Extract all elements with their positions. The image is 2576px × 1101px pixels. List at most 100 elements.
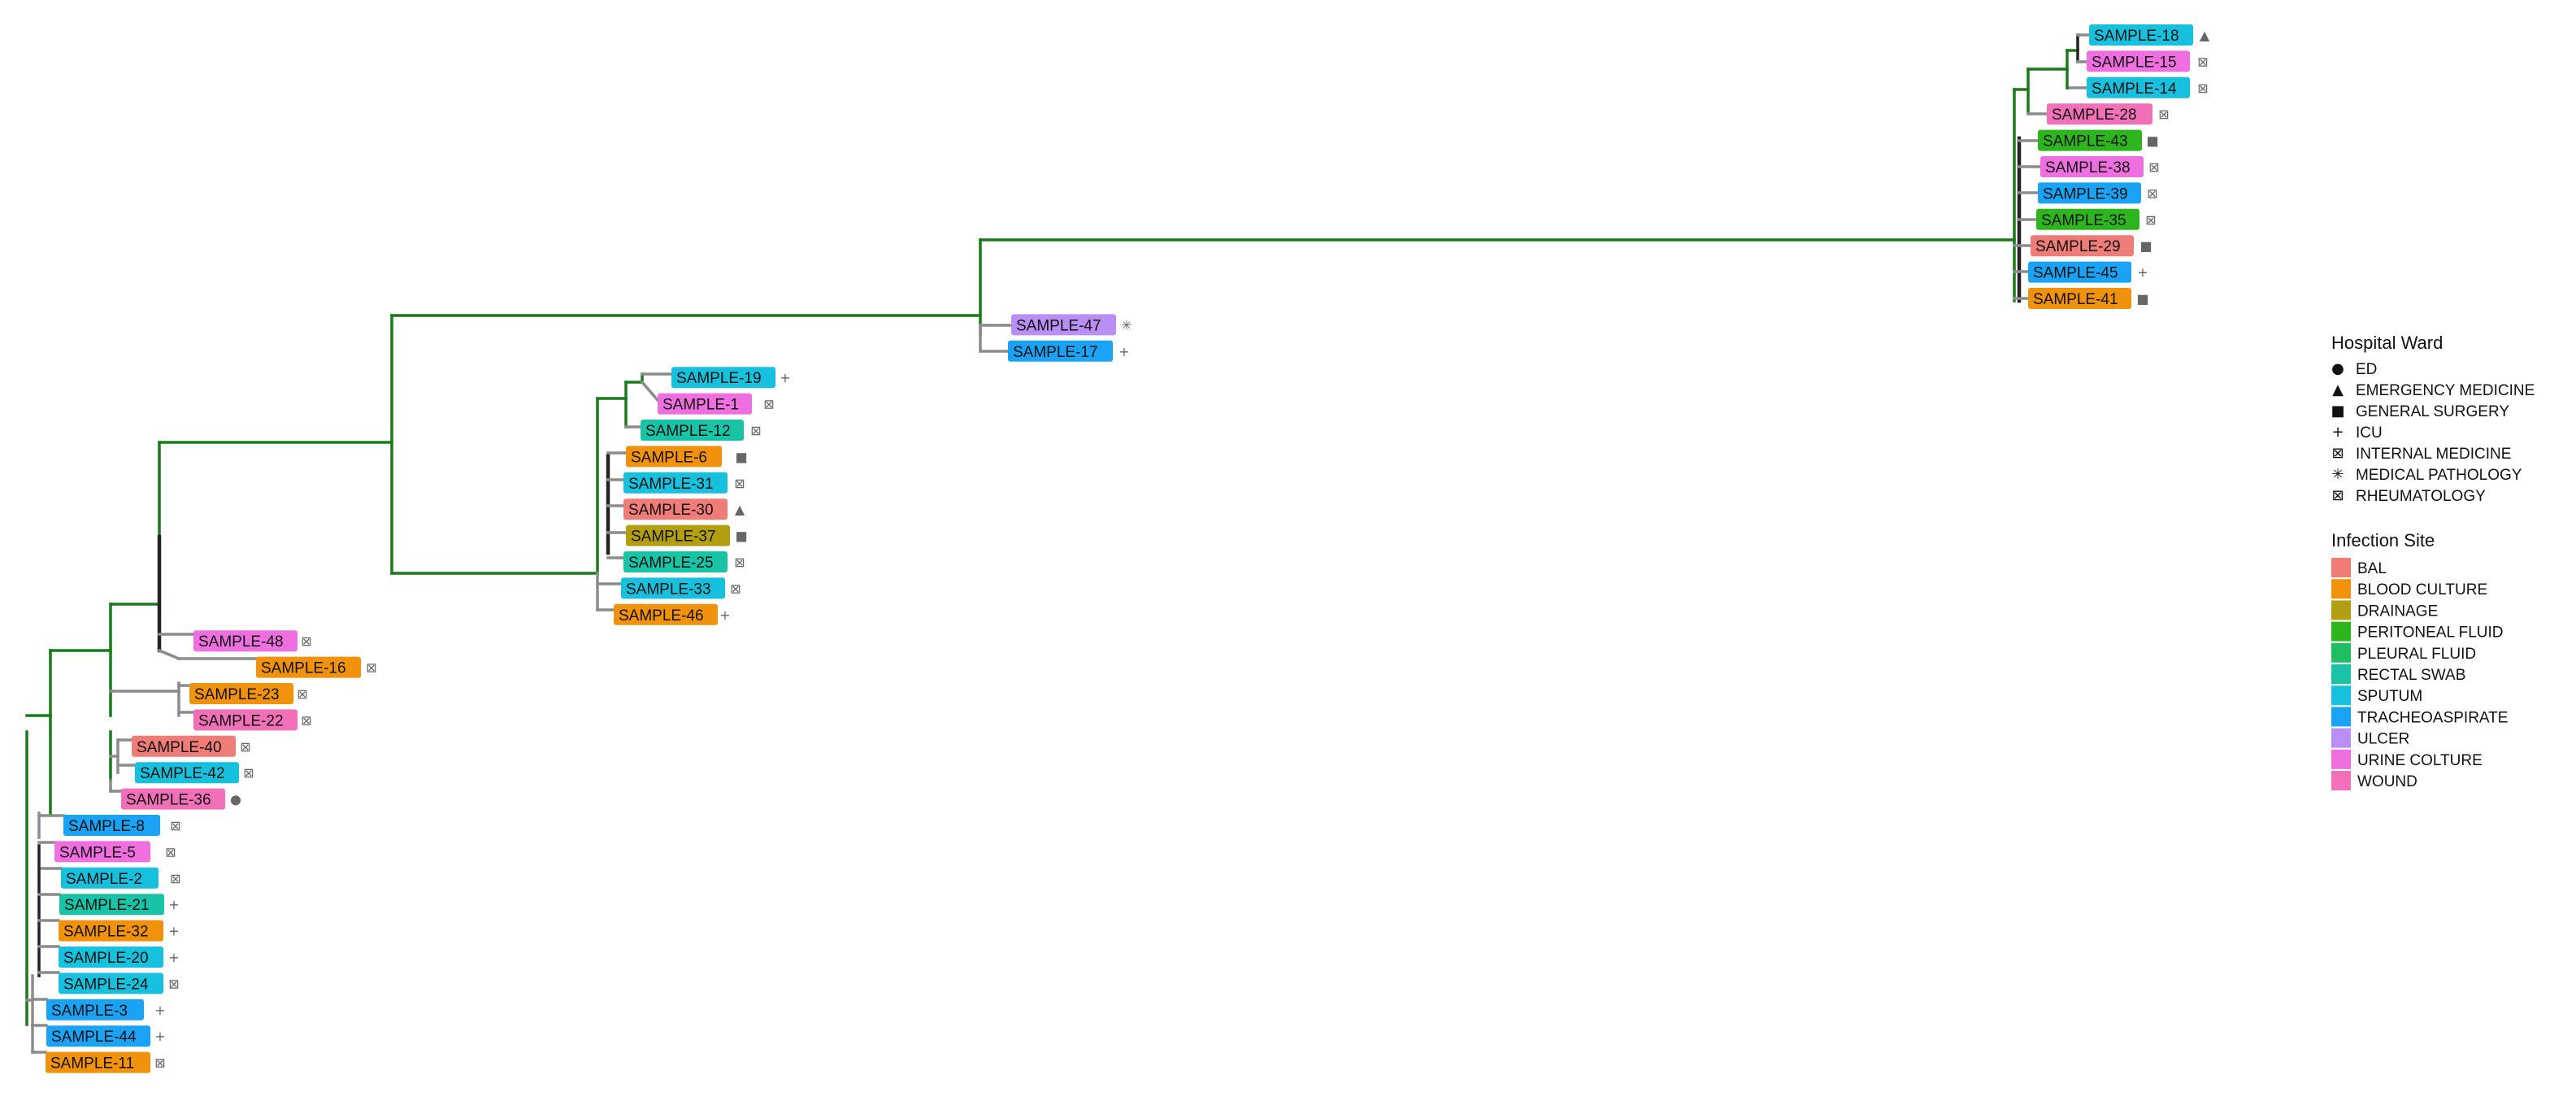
ward-symbol-icon: ⊠ (763, 397, 774, 412)
ward-legend-label: INTERNAL MEDICINE (2356, 446, 2511, 463)
tip-label-text: SAMPLE-5 (59, 844, 136, 861)
tip-sample-42: SAMPLE-42 ⊠ (135, 762, 254, 784)
tip-sample-20: SAMPLE-20+ (59, 947, 180, 968)
tip-label-text: SAMPLE-46 (619, 607, 704, 624)
tip-label-text: SAMPLE-17 (1013, 344, 1098, 361)
tip-label-background (623, 498, 728, 520)
site-legend-item: WOUND (2331, 771, 2417, 790)
tip-label-text: SAMPLE-38 (2045, 159, 2131, 176)
tip-label-text: SAMPLE-19 (676, 370, 762, 387)
tip-sample-8: SAMPLE-8⊠ (63, 815, 181, 836)
tip-label-text: SAMPLE-16 (261, 660, 346, 677)
tip-sample-16: SAMPLE-16⊠ (256, 656, 377, 678)
ward-symbol-icon: ⊠ (2147, 185, 2157, 201)
site-legend-item: DRAINAGE (2331, 600, 2438, 620)
tip-label-text: SAMPLE-3 (51, 1003, 128, 1020)
ward-symbol-icon: + (780, 370, 790, 385)
site-legend-swatch (2331, 558, 2351, 577)
site-legend-item: TRACHEOASPIRATE (2331, 707, 2508, 727)
tip-label-background (189, 683, 293, 704)
tip-label-background (59, 973, 163, 994)
tip-sample-3: SAMPLE-3+ (46, 999, 166, 1020)
ward-legend-items: ●ED▲EMERGENCY MEDICINE■GENERAL SURGERY+I… (2331, 360, 2535, 505)
ward-legend-label: ED (2356, 361, 2377, 378)
tip-sample-2: SAMPLE-2⊠ (61, 867, 181, 889)
tip-sample-24: SAMPLE-24⊠ (59, 973, 180, 994)
ward-legend-symbol-icon: ⊠ (2331, 445, 2344, 462)
ward-legend-item: ▲ EMERGENCY MEDICINE (2332, 381, 2535, 399)
tip-sample-6: SAMPLE-6■ (626, 446, 748, 468)
tip-sample-36: SAMPLE-36● (121, 788, 241, 810)
tip-sample-37: SAMPLE-37■ (626, 524, 748, 546)
ward-legend-symbol-icon: ⊠ (2331, 487, 2344, 504)
ward-legend-symbol-icon: + (2331, 424, 2344, 441)
ward-symbol-icon: ▲ (2200, 28, 2210, 43)
tip-label-text: SAMPLE-29 (2035, 238, 2121, 255)
ward-symbol-icon: ■ (2139, 238, 2152, 254)
tip-label-text: SAMPLE-22 (198, 712, 284, 729)
tip-label-background (59, 894, 164, 916)
tree-branch (157, 648, 181, 661)
tip-label-background (623, 472, 728, 494)
tip-sample-39: SAMPLE-39 ⊠ (2038, 182, 2158, 204)
tip-label-background (121, 788, 225, 810)
tip-label-background (61, 867, 159, 889)
tip-label-text: SAMPLE-1 (662, 397, 739, 414)
site-legend-swatch (2331, 707, 2351, 727)
tip-label-background (59, 920, 163, 942)
tip-sample-45: SAMPLE-45+ (2028, 261, 2148, 283)
tip-sample-14: SAMPLE-14⊠ (2087, 76, 2209, 98)
tip-label-background (46, 1025, 150, 1047)
tip-label-text: SAMPLE-42 (140, 765, 225, 782)
ward-symbol-icon: ■ (2136, 291, 2148, 307)
ward-legend-symbol-icon: ● (2331, 360, 2344, 377)
ward-legend-item: ⊠ INTERNAL MEDICINE (2331, 445, 2511, 463)
tip-label-text: SAMPLE-33 (626, 581, 711, 598)
tip-label-text: SAMPLE-37 (631, 529, 716, 546)
tip-label-background (621, 577, 725, 599)
tip-label-text: SAMPLE-11 (50, 1055, 134, 1073)
tip-label-background (2040, 156, 2144, 177)
site-legend-label: RECTAL SWAB (2357, 667, 2465, 684)
tip-sample-12: SAMPLE-12⊠ (641, 420, 762, 441)
tip-label-background (2036, 208, 2139, 230)
tip-label-text: SAMPLE-25 (628, 555, 714, 572)
tip-label-background (2087, 76, 2190, 98)
tip-label-text: SAMPLE-21 (64, 897, 150, 914)
site-legend-label: WOUND (2357, 773, 2417, 790)
tip-label-text: SAMPLE-39 (2043, 185, 2128, 202)
site-legend-label: DRAINAGE (2357, 603, 2438, 620)
tip-label-background (623, 551, 728, 572)
tip-label-background (2028, 288, 2131, 309)
tip-label-background (614, 603, 718, 625)
ward-symbol-icon: ⊠ (170, 871, 180, 886)
ward-symbol-icon: ■ (2146, 133, 2158, 149)
tip-sample-22: SAMPLE-22⊠ (193, 709, 312, 731)
ward-symbol-icon: ⊠ (240, 739, 250, 755)
site-legend-swatch (2331, 600, 2351, 620)
tip-sample-29: SAMPLE-29 ■ (2031, 235, 2152, 257)
tip-label-background (46, 1051, 150, 1073)
site-legend-label: ULCER (2357, 731, 2409, 748)
ward-symbol-icon: + (168, 950, 179, 965)
ward-legend-label: EMERGENCY MEDICINE (2356, 382, 2535, 399)
tip-labels: SAMPLE-18▲SAMPLE-15⊠SAMPLE-14⊠SAMPLE-28⊠… (46, 24, 2210, 1073)
tip-sample-32: SAMPLE-32+ (59, 920, 180, 942)
ward-legend-symbol-icon: ▲ (2332, 381, 2344, 398)
tip-label-text: SAMPLE-28 (2052, 107, 2137, 124)
tip-sample-25: SAMPLE-25⊠ (623, 551, 745, 572)
ward-symbol-icon: ⊠ (2197, 81, 2208, 96)
site-legend-label: BLOOD CULTURE (2357, 581, 2487, 598)
tip-sample-30: SAMPLE-30▲ (623, 498, 745, 520)
site-legend-item: PLEURAL FLUID (2331, 642, 2476, 663)
tip-label-text: SAMPLE-35 (2041, 212, 2126, 229)
tip-sample-11: SAMPLE-11⊠ (46, 1051, 166, 1073)
tip-label-background (59, 947, 163, 968)
ward-symbol-icon: ⊠ (2158, 107, 2169, 122)
tip-sample-38: SAMPLE-38⊠ (2040, 156, 2160, 177)
site-legend-swatch (2331, 728, 2351, 748)
ward-symbol-icon: ⊠ (243, 765, 254, 781)
tip-sample-48: SAMPLE-48⊠ (193, 630, 312, 652)
tip-label-text: SAMPLE-41 (2033, 291, 2118, 308)
tip-label-background (46, 999, 144, 1020)
